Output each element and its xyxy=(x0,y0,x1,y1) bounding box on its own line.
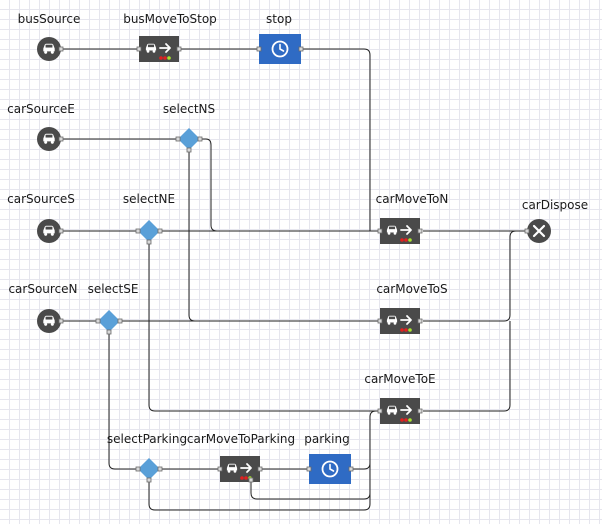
clock-icon xyxy=(271,40,289,58)
car-icon xyxy=(145,43,157,53)
car-source-n-label: carSourceN xyxy=(8,282,77,296)
car-icon xyxy=(386,225,398,235)
car-source-s-label: carSourceS xyxy=(7,192,75,206)
block-bus-source[interactable]: busSource xyxy=(18,12,81,61)
block-car-source-n[interactable]: carSourceN xyxy=(8,282,78,333)
car-move-to-n-label: carMoveToN xyxy=(376,192,449,206)
status-indicator xyxy=(400,238,412,242)
block-select-se[interactable]: selectSE xyxy=(88,282,139,335)
arrow-right-icon xyxy=(400,225,412,235)
block-car-move-to-n[interactable]: carMoveToN xyxy=(376,192,449,244)
close-icon xyxy=(532,224,546,238)
bus-source-label: busSource xyxy=(18,12,81,26)
clock-icon xyxy=(321,460,339,478)
blocks: busSource busMoveToStop stop carSourceE sele… xyxy=(7,12,588,484)
connector-selectparking-to-carmovetoe xyxy=(148,410,380,511)
block-stop[interactable]: stop xyxy=(256,12,304,64)
car-icon xyxy=(386,405,398,415)
arrow-right-icon xyxy=(159,43,171,53)
block-car-move-to-e[interactable]: carMoveToE xyxy=(364,372,436,424)
diamond-icon xyxy=(138,458,160,480)
bus-move-to-stop-label: busMoveToStop xyxy=(123,12,217,26)
block-select-parking[interactable]: selectParking xyxy=(107,432,187,483)
car-dispose-label: carDispose xyxy=(522,198,588,212)
select-se-label: selectSE xyxy=(88,282,139,296)
car-move-to-e-label: carMoveToE xyxy=(364,372,435,386)
select-parking-label: selectParking xyxy=(107,432,187,446)
connector-carmovetos-to-cardispose xyxy=(423,230,528,322)
status-indicator xyxy=(159,56,171,60)
connectors xyxy=(61,48,528,511)
car-icon xyxy=(43,43,55,54)
select-ns-label: selectNS xyxy=(163,102,215,116)
block-select-ns[interactable]: selectNS xyxy=(163,102,215,153)
stop-label: stop xyxy=(266,12,292,26)
block-car-move-to-s[interactable]: carMoveToS xyxy=(376,282,448,334)
car-move-to-s-label: carMoveToS xyxy=(376,282,447,296)
car-icon xyxy=(226,463,238,473)
connector-selectns-to-carmovetos xyxy=(188,150,380,322)
diamond-icon xyxy=(98,310,120,332)
status-indicator xyxy=(400,328,412,332)
select-ne-label: selectNE xyxy=(123,192,175,206)
connector-stop-to-carmoveton xyxy=(302,48,380,232)
diamond-icon xyxy=(138,220,160,242)
connector-selectse-to-selectparking xyxy=(108,332,138,470)
car-source-e-label: carSourceE xyxy=(7,102,75,116)
connector-selectne-to-carmovetoe xyxy=(148,242,380,412)
arrow-right-icon xyxy=(400,405,412,415)
parking-label: parking xyxy=(304,432,349,446)
car-icon xyxy=(43,225,55,236)
block-car-dispose[interactable]: carDispose xyxy=(522,198,588,243)
arrow-right-icon xyxy=(400,315,412,325)
car-icon xyxy=(43,315,55,326)
connector-carmovetoparking-loop xyxy=(250,480,371,500)
car-move-to-parking-label: carMoveToParking xyxy=(187,432,295,446)
car-icon xyxy=(386,315,398,325)
arrow-right-icon xyxy=(240,463,252,473)
block-car-source-e[interactable]: carSourceE xyxy=(7,102,75,151)
diamond-icon xyxy=(178,128,200,150)
block-car-move-to-parking[interactable]: carMoveToParking xyxy=(187,432,295,483)
block-select-ne[interactable]: selectNE xyxy=(123,192,175,245)
block-car-source-s[interactable]: carSourceS xyxy=(7,192,75,243)
car-icon xyxy=(43,133,55,144)
connector-parking-to-carmovetoe xyxy=(352,417,371,470)
block-parking[interactable]: parking xyxy=(304,432,354,484)
block-bus-move-to-stop[interactable]: busMoveToStop xyxy=(123,12,217,62)
status-indicator xyxy=(400,418,412,422)
connector-carmovetoe-to-cardispose xyxy=(423,321,511,412)
connector-selectns-to-carmoveton xyxy=(201,138,380,232)
